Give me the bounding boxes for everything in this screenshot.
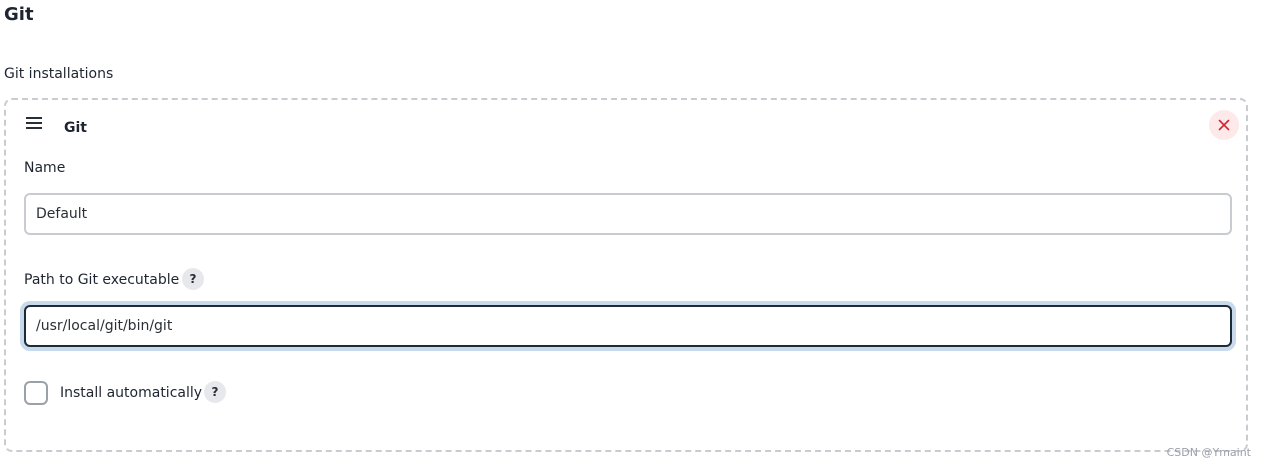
path-help-button[interactable]: ? <box>182 268 204 290</box>
install-automatically-label: Install automatically <box>60 385 203 401</box>
drag-handle-icon[interactable] <box>26 117 44 131</box>
git-installations-label: Git installations <box>4 66 114 82</box>
path-input[interactable] <box>24 305 1232 347</box>
install-automatically-checkbox[interactable] <box>24 381 48 405</box>
installation-title: Git <box>64 120 87 136</box>
delete-installation-button[interactable] <box>1209 110 1239 140</box>
close-icon <box>1218 119 1230 131</box>
install-automatically-help-button[interactable]: ? <box>204 381 226 403</box>
git-installation-item: Git Name Path to Git executable ? Instal… <box>4 98 1248 452</box>
watermark: CSDN @Ymaint <box>1166 446 1251 459</box>
section-title: Git <box>4 4 34 25</box>
path-label: Path to Git executable <box>24 272 180 288</box>
name-label: Name <box>24 160 66 176</box>
name-input[interactable] <box>24 193 1232 235</box>
